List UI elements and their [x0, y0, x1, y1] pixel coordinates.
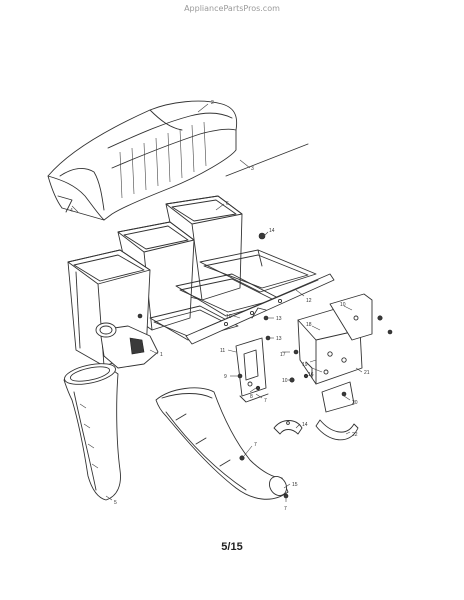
callout-labels: 2 3 4 6 14 12 1 10 13 13 11 10 17 9 8 10…	[70, 100, 370, 512]
callout-2: 2	[211, 100, 214, 106]
bagger-hood	[47, 100, 238, 221]
callout-11: 11	[220, 348, 225, 354]
support-rod	[225, 143, 309, 177]
curved-strap	[315, 419, 359, 441]
callout-8: 8	[250, 394, 253, 400]
callout-21: 21	[364, 370, 370, 376]
callout-14: 14	[269, 228, 275, 234]
callout-7: 7	[264, 398, 267, 404]
vertical-bracket	[235, 337, 269, 403]
callout-22: 22	[352, 432, 358, 438]
callout-4: 4	[70, 208, 73, 214]
callout-10: 10	[226, 314, 232, 320]
watermark-text: AppliancePartsPros.com	[184, 4, 280, 13]
callout-9: 9	[224, 374, 227, 380]
leader-lines	[71, 103, 363, 502]
lower-chute	[63, 363, 121, 501]
callout-14: 14	[302, 422, 308, 428]
mount-rail	[185, 232, 335, 345]
callout-19: 19	[302, 362, 308, 368]
upper-chute	[155, 387, 289, 500]
page-number: 5/15	[221, 541, 243, 553]
mounting-plate	[289, 293, 393, 413]
callout-15: 15	[292, 482, 298, 488]
callout-7: 7	[254, 442, 257, 448]
callout-17: 17	[280, 352, 286, 358]
callout-7: 7	[284, 506, 287, 512]
fasteners	[137, 313, 309, 499]
callout-16: 16	[308, 372, 314, 378]
callout-1: 1	[160, 352, 163, 358]
callout-18: 18	[306, 322, 312, 328]
bag-container-assembly	[67, 195, 317, 369]
callout-10: 10	[282, 378, 288, 384]
callout-13: 13	[276, 336, 282, 342]
callout-5: 5	[114, 500, 117, 506]
callout-3: 3	[251, 166, 254, 172]
callout-20: 20	[352, 400, 358, 406]
callout-10: 10	[340, 302, 346, 308]
hose-clip	[273, 420, 303, 435]
callout-13: 13	[276, 316, 282, 322]
callout-12: 12	[306, 298, 312, 304]
callout-6: 6	[226, 201, 229, 207]
